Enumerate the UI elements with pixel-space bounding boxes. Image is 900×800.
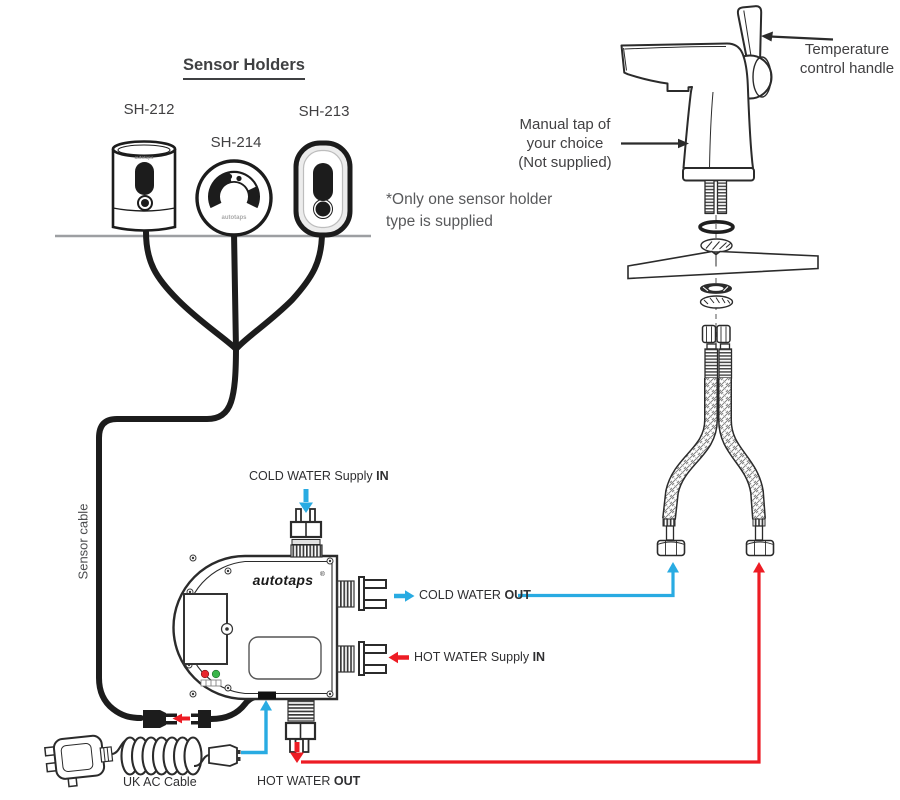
plug-direction-arrow [172, 713, 182, 724]
hot-in-arrow [388, 651, 398, 664]
gasket [700, 238, 733, 253]
note-line-1: *Only one sensor holder [386, 191, 553, 208]
hot-supply-in-text: HOT WATER Supply [414, 650, 530, 664]
tap-stud-right [716, 179, 728, 215]
ac-connector [208, 744, 241, 767]
label-sh214: SH-214 [210, 134, 262, 151]
ac-cable-coil [111, 736, 210, 776]
sensor-holder-sh213 [293, 140, 353, 238]
temp-handle-arrowhead [761, 31, 773, 42]
cold-out-bold: OUT [504, 588, 531, 602]
cold-inlet-fitting [289, 489, 323, 545]
box-brand-logo: autotaps [253, 572, 314, 588]
manual-tap-line-1: Manual tap of [519, 116, 611, 133]
hot-out-fitting [284, 721, 317, 753]
top-threaded-port [290, 544, 323, 558]
battery-compartment [183, 593, 234, 665]
red-led [200, 669, 210, 679]
hot-flow-arrowhead [753, 562, 765, 573]
tap-base-flange [682, 167, 755, 182]
sh214-brand-text: autotaps [221, 215, 247, 221]
hot-out-bold: OUT [333, 774, 361, 788]
hose-end-nuts [656, 518, 775, 557]
hot-out-text: HOT WATER [257, 774, 331, 788]
bottom-threaded-port [287, 699, 315, 722]
cold-supply-in-bold: IN [376, 469, 389, 483]
uk-ac-cable-label: UK AC Cable [123, 775, 197, 789]
manual-tap-line-3: (Not supplied) [518, 153, 612, 171]
hot-out-arrow [290, 752, 304, 763]
cold-in-arrow [299, 502, 313, 513]
cold-out-arrow [405, 590, 415, 602]
cold-out-fitting [358, 576, 387, 611]
uk-plug [44, 734, 114, 788]
manual-tap-label: Manual tap of your choice (Not supplied) [512, 116, 618, 172]
mounting-hardware [627, 215, 819, 345]
temperature-handle-label: Temperature control handle [792, 41, 900, 79]
hot-in-threaded-port [336, 645, 355, 673]
led-indicators [200, 669, 222, 687]
cold-out-flow-line [518, 572, 675, 598]
sensor-cable-connector [143, 694, 258, 728]
sensor-holders-title: Sensor Holders [183, 56, 305, 80]
hot-supply-in-bold: IN [532, 650, 546, 664]
manual-tap-line-2: your choice [526, 134, 604, 152]
mounting-nuts [701, 324, 731, 344]
sensor-holders-title-text: Sensor Holders [183, 56, 305, 80]
cold-supply-in-text: COLD WATER Supply [249, 469, 373, 483]
power-flow-line [241, 710, 268, 755]
sh212-brand-text: autotaps [135, 155, 154, 160]
green-led [211, 669, 221, 679]
cold-out-threaded-port [336, 580, 355, 608]
cold-flow-arrowhead [667, 562, 679, 573]
callout-arrows [621, 31, 834, 149]
sensor-holder-sh214: autotaps [195, 159, 273, 237]
power-socket [258, 691, 276, 699]
manual-tap [620, 5, 773, 215]
sensor-holder-note: *Only one sensor holder type is supplied [386, 189, 552, 232]
sensor-cables [96, 229, 325, 721]
control-box: autotaps ® [172, 544, 355, 722]
backing-washer [700, 283, 732, 294]
power-arrowhead [260, 700, 272, 711]
note-line-2: type is supplied [386, 212, 493, 230]
temp-label-line-2: control handle [799, 59, 895, 77]
manual-tap-arrowhead [678, 138, 689, 149]
label-sh212: SH-212 [123, 101, 175, 118]
hot-in-fitting [358, 641, 387, 676]
hot-out-flow-line [301, 572, 761, 764]
tap-stud-left [704, 179, 715, 215]
sensor-holder-sh212: autotaps [111, 140, 177, 232]
temp-label-line-1: Temperature [804, 41, 890, 58]
label-sh213: SH-213 [298, 103, 350, 120]
label-plate [248, 636, 322, 680]
serrated-washer [699, 295, 734, 309]
temperature-control-handle [736, 5, 763, 64]
o-ring [698, 220, 735, 235]
tap-body-and-spout [620, 42, 754, 169]
countertop [627, 250, 819, 280]
sensor-cable-label: Sensor cable [75, 503, 91, 580]
cold-out-text: COLD WATER [419, 588, 501, 602]
registered-mark: ® [320, 570, 325, 578]
braided-hoses [656, 343, 775, 557]
